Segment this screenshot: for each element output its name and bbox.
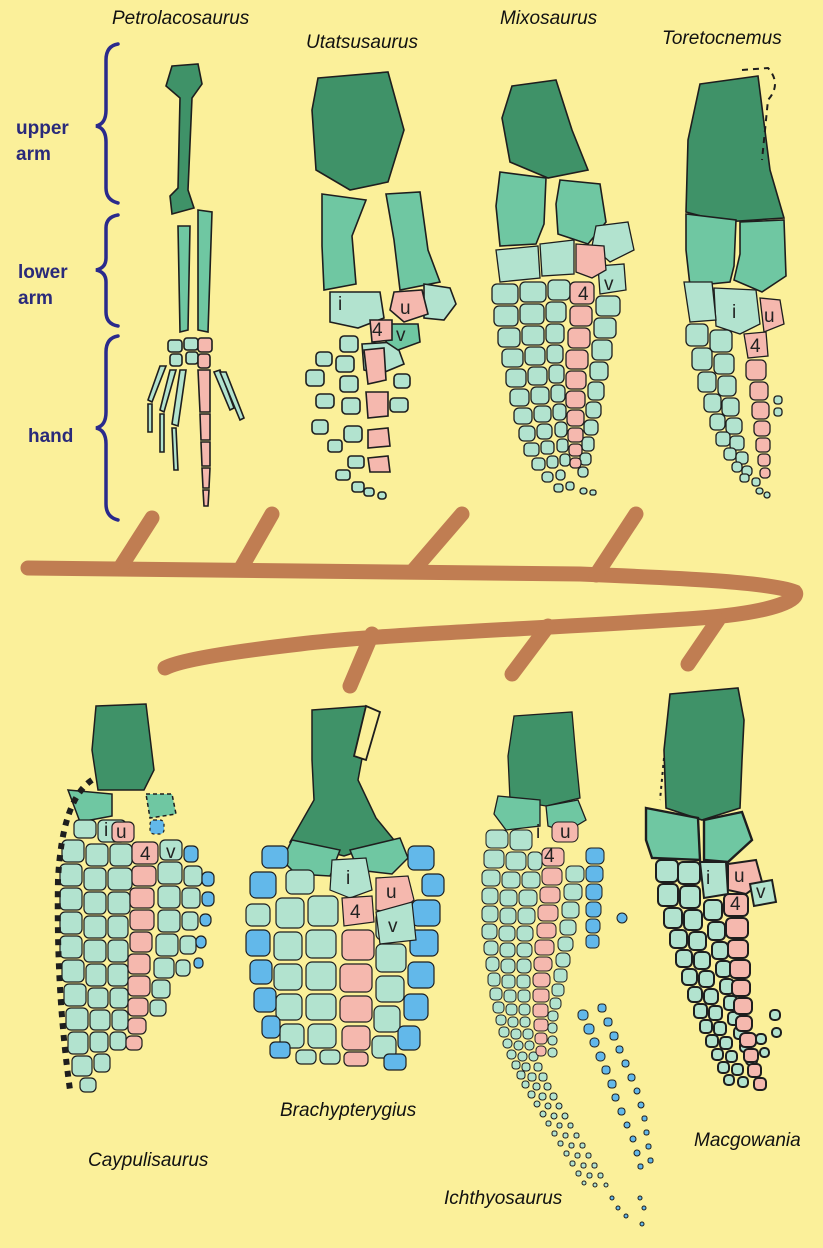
ulnare-label: u [400, 298, 411, 319]
humerus [664, 688, 744, 820]
ulnare-label: u [560, 822, 571, 843]
fifth-metacarpal-label: v [756, 882, 766, 903]
region-label-upper-arm-line1: upper [16, 118, 69, 139]
radius [178, 226, 190, 332]
digit-four-label: 4 [140, 844, 151, 865]
ulnare-label: u [764, 306, 775, 327]
fifth-metacarpal-label: v [604, 274, 614, 295]
ulna [146, 794, 176, 818]
radius [686, 214, 736, 286]
intermedium-label: i [338, 294, 342, 315]
intermedium-label: i [104, 820, 108, 841]
intermedium-label: i [536, 822, 540, 843]
taxon-label-brachypterygius: Brachypterygius [280, 1100, 417, 1121]
radius [646, 808, 700, 860]
taxon-label-mixosaurus: Mixosaurus [500, 8, 598, 29]
ulnare-label: u [386, 882, 397, 903]
taxon-label-macgowania: Macgowania [694, 1130, 801, 1151]
region-label-lower-arm-line1: lower [18, 262, 68, 283]
digit-four-label: 4 [350, 902, 361, 923]
intermedium-label: i [732, 302, 736, 323]
ulna [734, 220, 786, 292]
digit-four-label: 4 [730, 894, 741, 915]
fifth-metacarpal-label: v [388, 916, 398, 937]
radius [496, 172, 546, 246]
intermedium-label: i [706, 868, 710, 889]
digit-four-label: 4 [544, 846, 555, 867]
digit-four-label: 4 [578, 284, 589, 305]
digit-four-label: 4 [372, 320, 383, 341]
taxon-label-caypulisaurus: Caypulisaurus [88, 1150, 209, 1171]
intermedium-label: i [346, 868, 350, 889]
taxon-label-utatsusaurus: Utatsusaurus [306, 32, 418, 53]
digit-four-label: 4 [750, 336, 761, 357]
region-label-upper-arm-line2: arm [16, 144, 51, 165]
taxon-label-toretocnemus: Toretocnemus [662, 28, 782, 49]
ulnare-label: u [734, 866, 745, 887]
fifth-metacarpal-label: v [166, 842, 176, 863]
humerus [508, 712, 580, 806]
region-label-lower-arm-line2: arm [18, 288, 53, 309]
taxon-label-petrolacosaurus: Petrolacosaurus [112, 8, 250, 29]
region-label-hand: hand [28, 426, 73, 447]
taxon-label-ichthyosaurus: Ichthyosaurus [444, 1188, 563, 1209]
humerus [312, 72, 404, 190]
fifth-metacarpal-label: v [396, 325, 406, 346]
ulnare-label: u [116, 822, 127, 843]
humerus [92, 704, 154, 790]
